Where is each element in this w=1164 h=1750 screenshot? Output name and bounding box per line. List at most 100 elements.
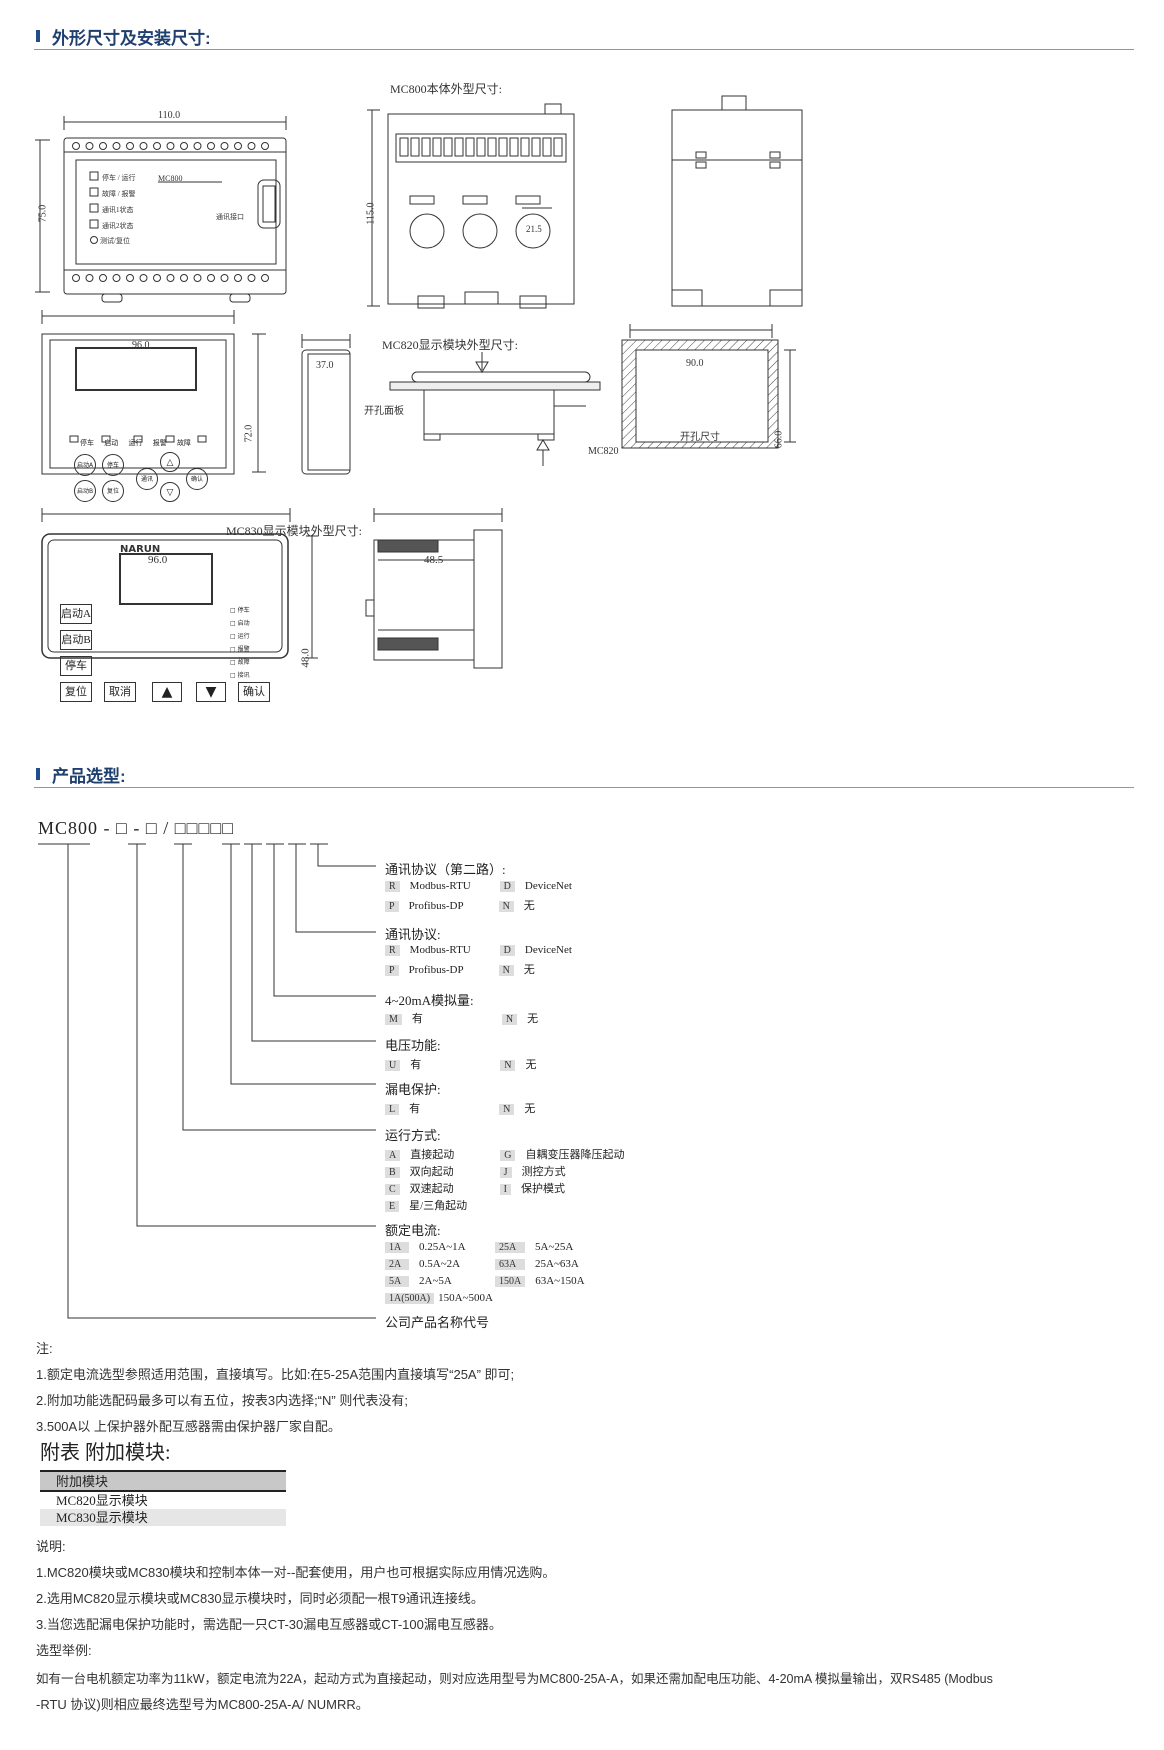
terminal-screw-icon (220, 142, 229, 150)
mc820-title: MC820显示模块外型尺寸: (382, 338, 519, 352)
mc830-key-start-b: 启动B (60, 630, 92, 650)
mc830-depth-label: 48.5 (424, 554, 444, 566)
terminal-screw-icon (85, 274, 94, 282)
section-header-dimensions: 外形尺寸及安装尺寸: (34, 24, 1134, 50)
terminal-slot-icon (553, 137, 563, 157)
mc820-depth-label: 37.0 (316, 360, 334, 371)
terminal-slot-icon (410, 137, 420, 157)
example-line-2: -RTU 协议)则相应最终选型号为MC800-25A-A/ NUMRR。 (36, 1697, 369, 1712)
mc830-led-3: □ 运行 (230, 633, 250, 640)
terminal-slot-icon (421, 137, 431, 157)
section-title: 产品选型: (52, 767, 126, 786)
mc820-panel-label: 开孔面板 (364, 406, 404, 417)
terminal-screw-icon (72, 142, 80, 150)
appendix-row: MC830显示模块 (40, 1509, 286, 1526)
terminal-screw-icon (180, 274, 188, 282)
model-bracket-lines (38, 843, 376, 1319)
group-voltage-title: 电压功能: (385, 1038, 441, 1053)
explain-item-3: 3.当您选配漏电保护功能时，需选配一只CT-30漏电互感器或CT-100漏电互感… (36, 1617, 502, 1632)
mc820-cut-width-label: 90.0 (686, 358, 704, 369)
terminal-screw-icon (153, 274, 161, 282)
mc830-key-reset: 复位 (60, 682, 92, 702)
group-company-code-title: 公司产品名称代号 (385, 1315, 490, 1330)
group-analog-title: 4~20mA模拟量: (385, 993, 474, 1008)
mc800-model-label: MC800 (158, 174, 183, 183)
mc830-led-4: □ 报警 (230, 646, 250, 653)
mc820-led-2: 启动 (104, 439, 119, 447)
mc820-key-stop: 停车 (102, 454, 124, 476)
mc800-ind-1: 停车 / 运行 (102, 174, 136, 182)
terminal-screw-icon (220, 274, 229, 282)
example-line-1: 如有一台电机额定功率为11kW，额定电流为22A，起动方式为直接起动，则对应选用… (36, 1672, 993, 1686)
terminal-slot-icon (531, 137, 541, 157)
mc800-hole-label: 21.5 (526, 224, 542, 234)
terminal-slot-icon (432, 137, 442, 157)
terminal-screw-icon (261, 274, 269, 282)
mc820-height-label: 72.0 (243, 424, 255, 443)
mc820-cut-height-label: 66.0 (773, 430, 785, 449)
mc830-led-6: □ 接讯 (230, 672, 250, 679)
mc830-led-list: □ 停车 □ 启动 □ 运行 □ 报警 □ 故障 □ 接讯 (230, 604, 250, 682)
terminal-screw-icon (247, 274, 256, 282)
terminal-screw-icon (99, 142, 107, 150)
dimension-drawings (35, 95, 803, 669)
explain-item-2: 2.选用MC820显示模块或MC830显示模块时，同时必须配一根T9通讯连接线。 (36, 1591, 484, 1606)
down-triangle-icon: ▼ (196, 682, 226, 702)
mc800-port-label: 通讯接口 (216, 213, 244, 221)
section-title: 外形尺寸及安装尺寸: (52, 29, 211, 48)
mc830-led-5: □ 故障 (230, 659, 250, 666)
terminal-screw-icon (85, 142, 94, 150)
section-marker (36, 30, 40, 42)
terminal-screw-icon (72, 274, 80, 282)
terminal-screw-icon (234, 274, 242, 282)
up-arrow-icon: △ (160, 452, 180, 472)
mc820-key-start-b: 启动B (74, 480, 96, 502)
terminal-screw-icon (261, 142, 269, 150)
terminal-screw-icon (112, 142, 121, 150)
appendix-row: MC820显示模块 (56, 1493, 148, 1508)
terminal-screw-icon (193, 142, 202, 150)
mc800-title: MC800本体外型尺寸: (390, 82, 503, 96)
terminal-screw-icon (247, 142, 256, 150)
down-arrow-icon: ▽ (160, 482, 180, 502)
group-mode-title: 运行方式: (385, 1128, 441, 1143)
terminal-slot-icon (476, 137, 486, 157)
mc830-key-confirm: 确认 (238, 682, 270, 702)
led-indicator-icon (69, 435, 79, 443)
mc820-key-confirm: 确认 (186, 468, 208, 490)
terminal-screw-icon (207, 274, 215, 282)
terminal-screw-icon (112, 274, 121, 282)
appendix-table: 附加模块 MC820显示模块 MC830显示模块 (40, 1470, 286, 1526)
mc820-width-label: 96.0 (132, 340, 150, 351)
led-indicator-icon (101, 435, 111, 443)
mc800-ind-5: 测试/复位 (100, 237, 130, 245)
terminal-screw-icon (139, 274, 148, 282)
mc830-height-label: 48.0 (299, 648, 312, 668)
led-indicator-icon (133, 435, 143, 443)
up-triangle-icon: ▲ (152, 682, 182, 702)
explain-item-1: 1.MC820模块或MC830模块和控制本体一对--配套使用，用户也可根据实际应… (36, 1565, 556, 1580)
explain-head: 说明: (36, 1539, 66, 1554)
terminal-screw-icon (99, 274, 107, 282)
terminal-screw-icon (139, 142, 148, 150)
group-comm2-title: 通讯协议（第二路）: (385, 862, 506, 877)
mc830-brand: NARUN (120, 544, 161, 555)
terminal-slot-icon (443, 137, 453, 157)
terminal-slot-icon (542, 137, 552, 157)
mc820-key-start-a: 启动A (74, 454, 96, 476)
terminal-screw-icon (126, 274, 134, 282)
terminal-slot-icon (509, 137, 519, 157)
mc820-cut-label: 开孔尺寸 (680, 432, 720, 443)
mc820-key-reset: 复位 (102, 480, 124, 502)
mc800-height-label: 75.0 (37, 204, 49, 223)
terminal-screw-icon (153, 142, 161, 150)
terminal-slot-icon (498, 137, 508, 157)
mc820-led-1: 停车 (80, 439, 94, 447)
